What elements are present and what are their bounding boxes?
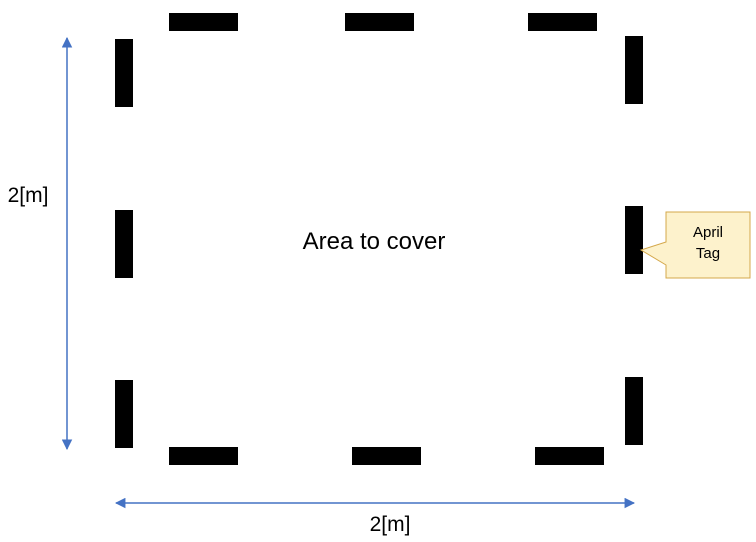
tag-marker-bottom-1 xyxy=(169,447,238,465)
tag-marker-top-2 xyxy=(345,13,414,31)
width-dimension-label: 2[m] xyxy=(369,513,411,536)
height-dimension-label: 2[m] xyxy=(7,184,49,207)
callout-line-1: April xyxy=(692,224,723,241)
tag-marker-right-2 xyxy=(625,206,643,274)
tag-marker-left-1 xyxy=(115,39,133,107)
tag-marker-left-2 xyxy=(115,210,133,278)
tag-marker-left-3 xyxy=(115,380,133,448)
tag-marker-top-3 xyxy=(528,13,597,31)
callout-line-2: Tag xyxy=(695,245,721,262)
april-tag-callout xyxy=(639,211,751,279)
tag-marker-right-1 xyxy=(625,36,643,104)
tag-marker-top-1 xyxy=(169,13,238,31)
tag-marker-right-3 xyxy=(625,377,643,445)
april-tag-callout-text: April Tag xyxy=(666,222,750,264)
tag-marker-bottom-2 xyxy=(352,447,421,465)
area-label: Area to cover xyxy=(302,228,446,255)
tag-marker-bottom-3 xyxy=(535,447,604,465)
